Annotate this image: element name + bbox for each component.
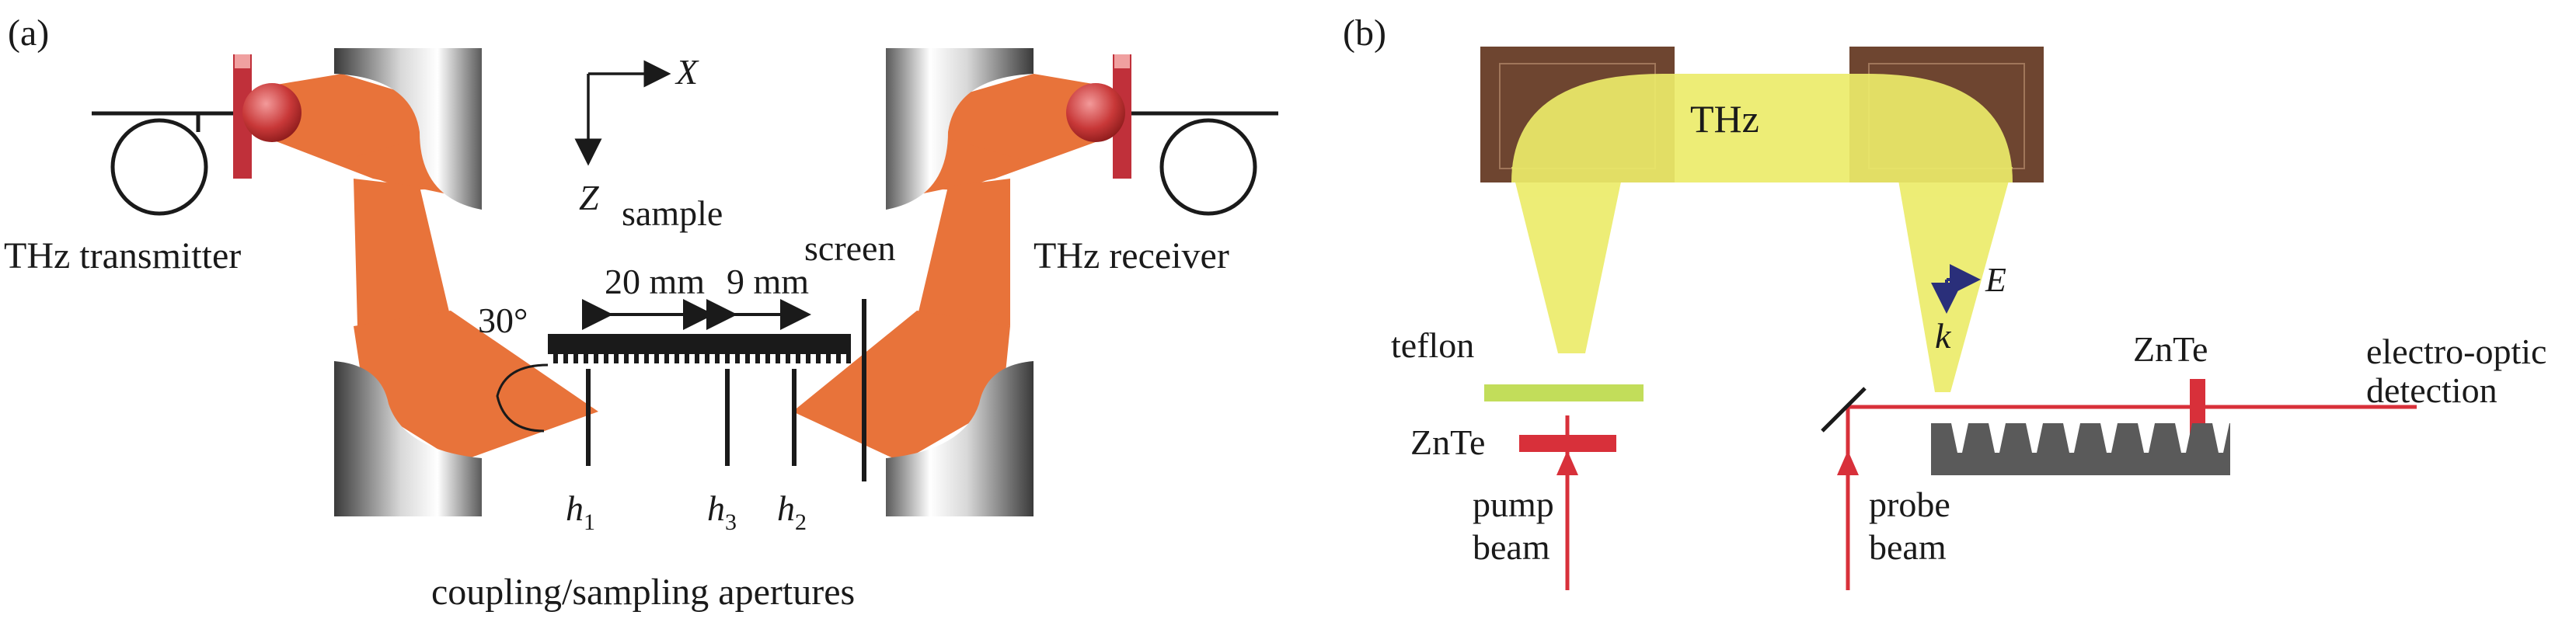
sample-tooth [776,354,780,363]
sample-tooth [584,354,588,363]
sample-plate [548,334,851,363]
aperture-h2-label: h2 [777,488,807,535]
sample-tooth [573,354,578,363]
eo-detection-line2: detection [2366,370,2498,410]
sample-tooth [563,354,568,363]
axis-z-label: Z [579,178,599,217]
receiver-plate-top [1114,54,1130,68]
mirror-bottom-left [334,361,482,516]
teflon-label: teflon [1391,325,1474,365]
field-k-label: k [1935,316,1952,356]
sample-tooth [664,354,669,363]
distance-9mm-label: 9 mm [727,262,809,301]
znte-right-label: ZnTe [2133,329,2208,369]
angle-label: 30° [478,301,528,340]
mirror-top-left [334,48,482,210]
sample-tooth [806,354,810,363]
aperture-h3-label: h3 [707,488,737,535]
axis-indicator [574,60,671,166]
receiver-antenna [1066,83,1125,142]
sample-tooth [624,354,629,363]
grating-structure [1931,423,2230,475]
znte-left-label: ZnTe [1410,422,1485,462]
panel-b: (b) THz teflon ZnTe ZnTe pump beam probe… [1343,12,2546,590]
sample-tooth [836,354,841,363]
sample-tooth [654,354,659,363]
sample-tooth [634,354,639,363]
transmitter-fiber [92,111,249,216]
sample-tooth [695,354,699,363]
sample-tooth [725,354,730,363]
receiver-label: THz receiver [1034,235,1229,276]
axis-x-label: X [675,52,699,92]
field-vectors [1931,264,1981,314]
sample-tooth [765,354,770,363]
sample-tooth [745,354,750,363]
sample-tooth [644,354,649,363]
transmitter-antenna [242,83,302,142]
pump-beam-arrowhead [1556,450,1578,475]
receiver-fiber [1119,111,1278,216]
probe-beam [1846,405,2417,590]
panel-a-label: (a) [8,12,49,54]
apertures-caption: coupling/sampling apertures [431,572,855,613]
screen-label: screen [804,228,895,268]
probe-label-line1: probe [1869,485,1950,524]
aperture-h1-label: h1 [566,488,595,535]
sample-tooth [705,354,709,363]
sample-tooth [816,354,821,363]
sample-tooth [685,354,689,363]
transmitter-plate-top [235,54,250,68]
angle-arc [496,363,549,433]
distance-20mm-label: 20 mm [605,262,705,301]
sample-tooth [604,354,608,363]
sample-tooth [755,354,760,363]
teflon-plate [1484,384,1644,401]
sample-tooth [715,354,720,363]
sample-tooth [796,354,800,363]
mirror-bottom-right [886,361,1034,516]
sample-tooth [594,354,598,363]
sample-tooth [614,354,619,363]
panel-a: (a) X Z sample screen THz transmitter TH… [4,12,1278,613]
sample-tooth [846,354,851,363]
panel-b-label: (b) [1343,12,1386,54]
sample-tooth [826,354,831,363]
field-e-label: E [1985,261,2006,299]
thz-label: THz [1690,97,1759,141]
pump-label-line1: pump [1473,485,1554,524]
sample-tooth [553,354,558,363]
beam-splitter [1821,387,1867,433]
sample-label: sample [622,193,723,233]
sample-tooth [735,354,740,363]
pump-label-line2: beam [1473,527,1550,567]
sample-tooth [675,354,679,363]
mirror-top-right [886,48,1034,210]
probe-beam-arrowhead [1837,450,1859,475]
eo-detection-line1: electro-optic [2366,332,2546,371]
sample-tooth [786,354,790,363]
probe-label-line2: beam [1869,527,1947,567]
transmitter-label: THz transmitter [4,235,241,276]
